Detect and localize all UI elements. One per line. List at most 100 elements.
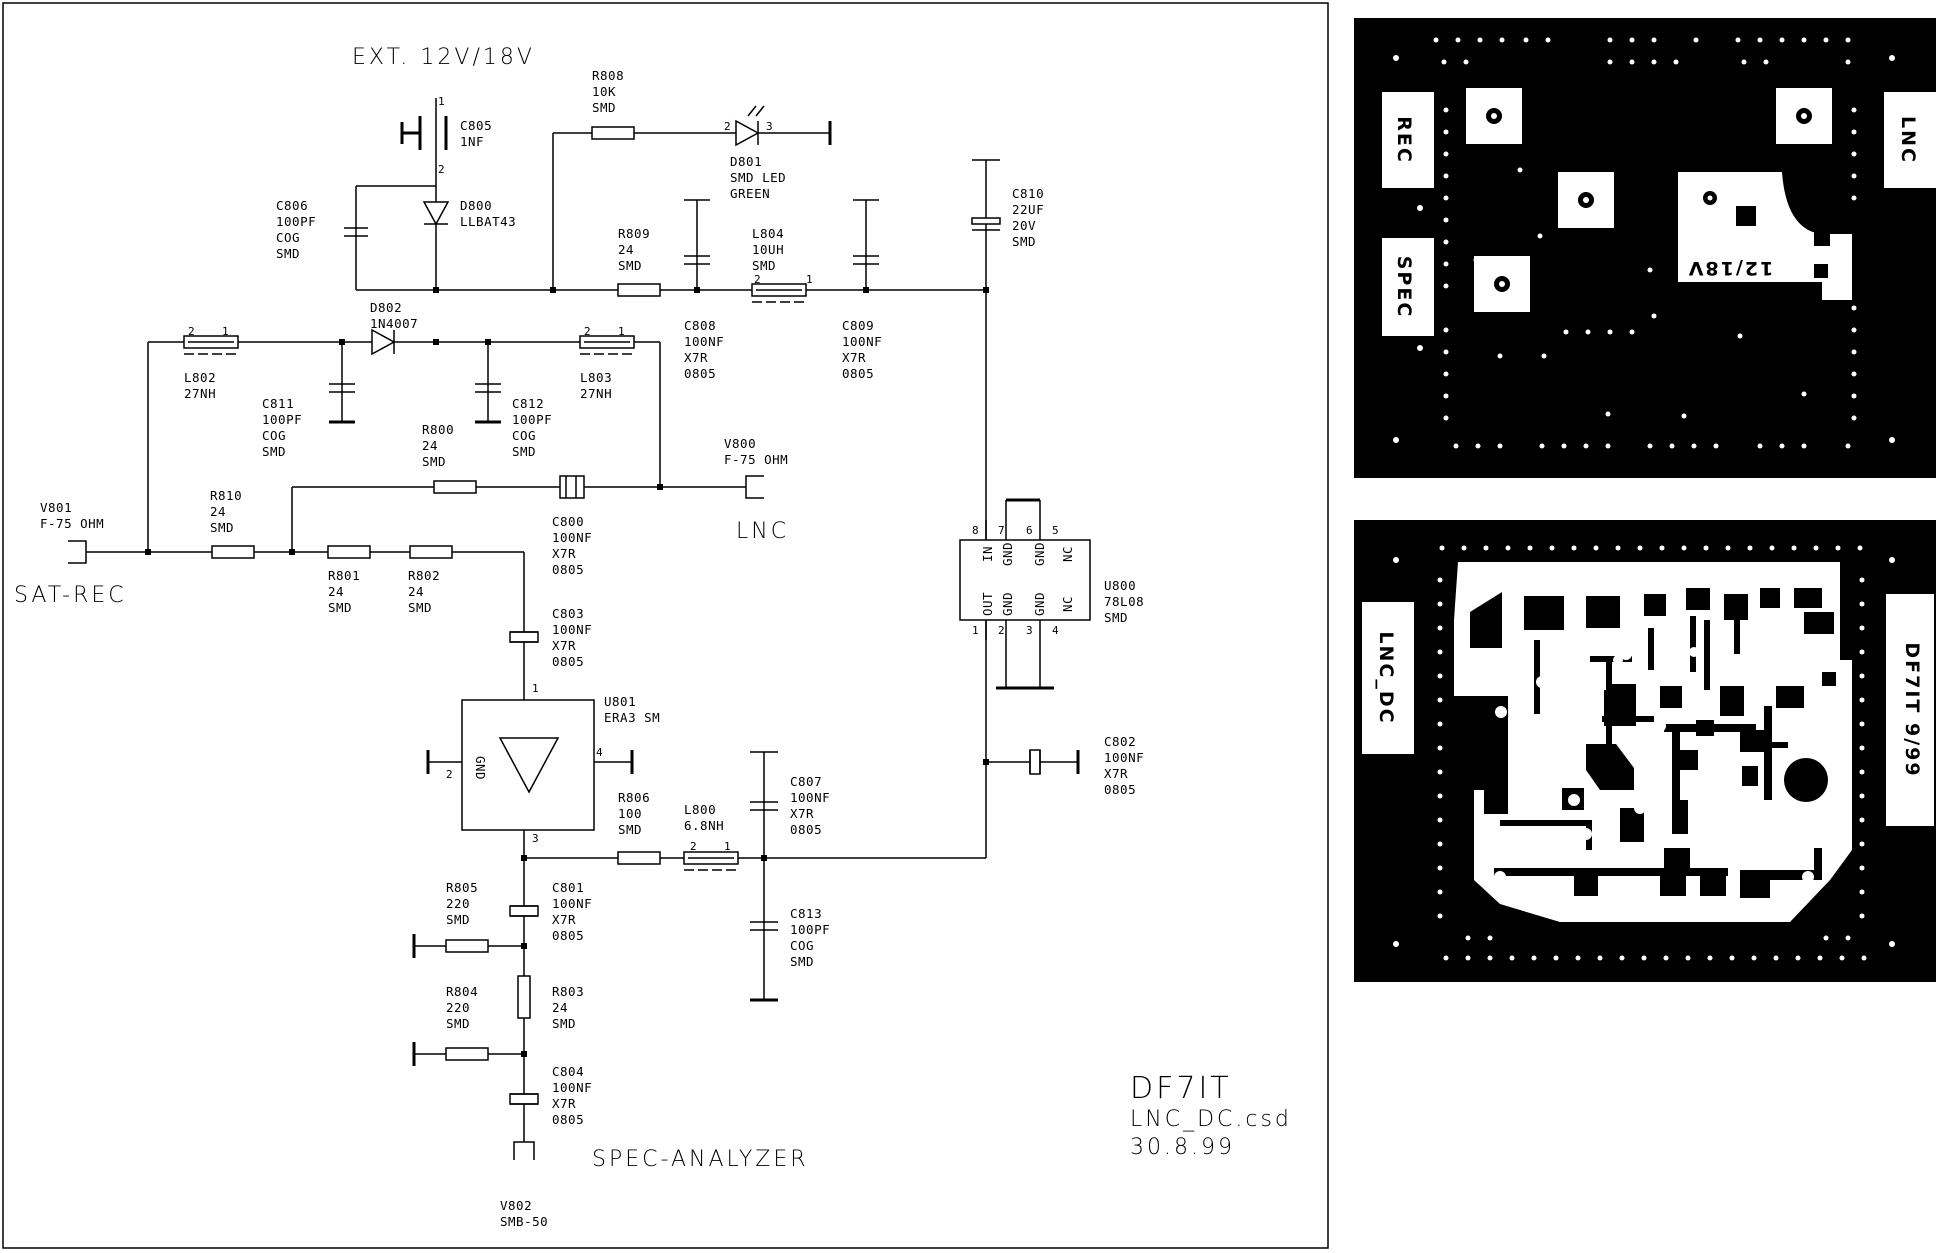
svg-text:1: 1 <box>438 95 445 108</box>
svg-text:8: 8 <box>972 524 979 537</box>
svg-text:SMD: SMD <box>422 454 446 469</box>
svg-text:L804: L804 <box>752 226 784 241</box>
resistor-r809: R809 24 SMD <box>617 226 661 297</box>
svg-text:100NF: 100NF <box>552 622 592 637</box>
svg-text:1: 1 <box>222 325 229 338</box>
capacitor-c801: C801 100NF X7R 0805 <box>509 880 592 943</box>
capacitor-c805: 1 2 C805 1NF <box>400 95 492 176</box>
svg-text:R809: R809 <box>618 226 650 241</box>
capacitor-c806: C806 100PF COG SMD <box>276 186 368 290</box>
svg-text:SMD: SMD <box>552 1016 576 1031</box>
capacitor-c810: C810 22UF 20V SMD <box>971 159 1044 760</box>
svg-text:LNC: LNC <box>1897 116 1919 164</box>
svg-text:C803: C803 <box>552 606 584 621</box>
svg-text:6.8NH: 6.8NH <box>684 818 724 833</box>
svg-text:C807: C807 <box>790 774 822 789</box>
svg-text:SMD: SMD <box>262 444 286 459</box>
svg-text:220: 220 <box>446 896 470 911</box>
capacitor-c808: C808 100NF X7R 0805 <box>684 199 724 381</box>
svg-text:C810: C810 <box>1012 186 1044 201</box>
svg-text:U801: U801 <box>604 694 636 709</box>
inductor-l803: 2 1 L803 27NH <box>579 325 635 401</box>
svg-text:SMD: SMD <box>618 822 642 837</box>
svg-text:GND: GND <box>1000 542 1015 566</box>
svg-text:GND: GND <box>1032 542 1047 566</box>
svg-text:NC: NC <box>1060 546 1075 562</box>
svg-text:100NF: 100NF <box>684 334 724 349</box>
supply-label: EXT. 12V/18V <box>352 45 535 70</box>
svg-text:0805: 0805 <box>1104 782 1136 797</box>
svg-text:100NF: 100NF <box>1104 750 1144 765</box>
svg-text:100NF: 100NF <box>552 1080 592 1095</box>
svg-text:X7R: X7R <box>552 638 576 653</box>
svg-text:C812: C812 <box>512 396 544 411</box>
svg-text:SPEC: SPEC <box>1393 256 1415 319</box>
resistor-r802: R802 24 SMD <box>408 545 453 615</box>
svg-text:X7R: X7R <box>790 806 814 821</box>
svg-text:V802: V802 <box>500 1198 532 1213</box>
title-file: LNC_DC.csd <box>1130 1107 1292 1132</box>
svg-text:100PF: 100PF <box>276 214 316 229</box>
svg-text:1NF: 1NF <box>460 134 484 149</box>
svg-text:X7R: X7R <box>552 1096 576 1111</box>
svg-text:R802: R802 <box>408 568 440 583</box>
resistor-r810: R810 24 SMD <box>210 488 255 559</box>
capacitor-c803: C803 100NF X7R 0805 <box>509 552 592 700</box>
svg-text:0805: 0805 <box>552 654 584 669</box>
svg-text:SMD: SMD <box>618 258 642 273</box>
svg-text:C802: C802 <box>1104 734 1136 749</box>
svg-text:1: 1 <box>532 682 539 695</box>
svg-text:F-75 OHM: F-75 OHM <box>724 452 788 467</box>
svg-text:NC: NC <box>1060 596 1075 612</box>
svg-text:SMD: SMD <box>512 444 536 459</box>
svg-text:27NH: 27NH <box>184 386 216 401</box>
svg-text:SMD: SMD <box>328 600 352 615</box>
svg-text:24: 24 <box>618 242 634 257</box>
svg-text:SMD: SMD <box>1012 234 1036 249</box>
capacitor-c802: C802 100NF X7R 0805 <box>986 734 1144 797</box>
svg-text:LNC_DC: LNC_DC <box>1375 631 1397 724</box>
svg-text:27NH: 27NH <box>580 386 612 401</box>
svg-text:10UH: 10UH <box>752 242 784 257</box>
svg-text:R808: R808 <box>592 68 624 83</box>
svg-text:3: 3 <box>766 120 773 133</box>
svg-text:V800: V800 <box>724 436 756 451</box>
svg-text:0805: 0805 <box>552 562 584 577</box>
led-d801: 2 3 D801 SMD LED GREEN <box>724 105 832 201</box>
svg-text:SMD: SMD <box>592 100 616 115</box>
svg-text:0805: 0805 <box>790 822 822 837</box>
svg-text:10K: 10K <box>592 84 616 99</box>
svg-text:COG: COG <box>276 230 300 245</box>
inductor-l804: 2 1 L804 10UH SMD <box>751 226 813 303</box>
pcb-bottom-layer: LNC_DC DF7IT 9/99 <box>1354 520 1936 982</box>
svg-text:1: 1 <box>972 624 979 637</box>
svg-text:REC: REC <box>1393 116 1415 164</box>
junction-dots <box>145 287 989 1057</box>
svg-text:0805: 0805 <box>552 1112 584 1127</box>
svg-text:C804: C804 <box>552 1064 584 1079</box>
svg-text:SMD: SMD <box>446 912 470 927</box>
svg-text:R803: R803 <box>552 984 584 999</box>
svg-text:D801: D801 <box>730 154 762 169</box>
svg-text:2: 2 <box>584 325 591 338</box>
port-label-lnc: LNC <box>736 519 789 544</box>
svg-text:R806: R806 <box>618 790 650 805</box>
svg-text:100NF: 100NF <box>552 530 592 545</box>
svg-text:GND: GND <box>1032 592 1047 616</box>
svg-text:0805: 0805 <box>684 366 716 381</box>
svg-text:C800: C800 <box>552 514 584 529</box>
capacitor-c800: C800 100NF X7R 0805 <box>552 475 592 577</box>
svg-text:20V: 20V <box>1012 218 1036 233</box>
connector-v801: V801 F-75 OHM <box>40 500 104 564</box>
svg-text:SMD: SMD <box>446 1016 470 1031</box>
capacitor-c811: C811 100PF COG SMD <box>262 342 355 459</box>
svg-text:SMD: SMD <box>276 246 300 261</box>
svg-text:0805: 0805 <box>842 366 874 381</box>
svg-text:SMD: SMD <box>408 600 432 615</box>
svg-text:24: 24 <box>408 584 424 599</box>
svg-text:X7R: X7R <box>552 912 576 927</box>
svg-text:SMD: SMD <box>752 258 776 273</box>
capacitor-c804: C804 100NF X7R 0805 <box>509 1064 592 1127</box>
schematic-sheet-border <box>2 2 1329 1249</box>
svg-text:2: 2 <box>446 768 453 781</box>
